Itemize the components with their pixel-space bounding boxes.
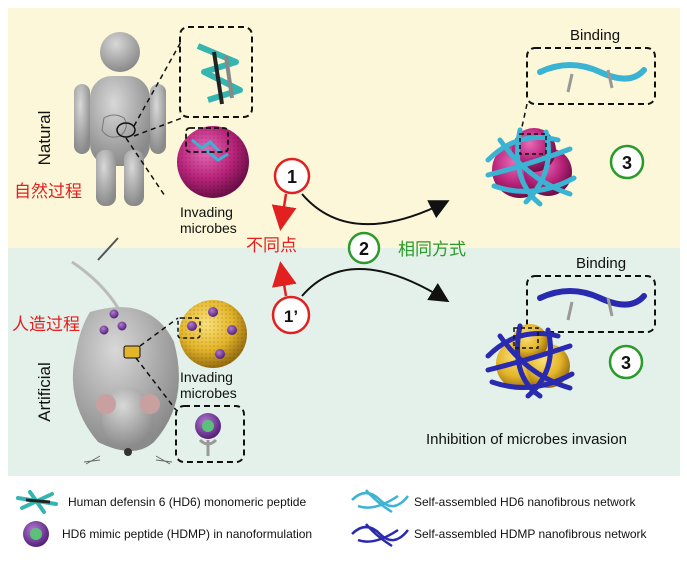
red-arrow-up: [271, 261, 297, 297]
step-3-artificial-label: 3: [621, 353, 631, 373]
hdmp-nanoparticle-box: [175, 405, 245, 463]
legend-panel: [8, 480, 680, 556]
natural-microbe-label-1: Invading: [180, 204, 233, 220]
step-3-natural-label: 3: [622, 153, 632, 173]
natural-microbe-label-2: microbes: [180, 220, 237, 236]
natural-side-label: Natural: [35, 111, 54, 166]
step-2-circle: [347, 231, 381, 265]
legend-hd6-icon: [16, 490, 58, 514]
legend-hdmp-network-icon: [351, 523, 409, 548]
different-label: 不同点: [246, 236, 297, 255]
step-1-circle: [273, 157, 311, 195]
artificial-binding-box: [526, 275, 656, 333]
step-1-label: 1: [287, 167, 297, 187]
artificial-side-label: Artificial: [35, 362, 54, 422]
natural-microbe-cluster: [485, 127, 577, 207]
artificial-process-arrow: [301, 268, 450, 303]
legend-hd6-network-label: Self-assembled HD6 nanofibrous network: [414, 495, 636, 509]
artificial-cn-label: 人造过程: [12, 315, 80, 334]
zoom-line-bottom: [125, 137, 166, 197]
legend-hd6-label: Human defensin 6 (HD6) monomeric peptide: [68, 495, 306, 509]
red-arrow-down: [271, 193, 297, 231]
legend-hdmp-icon: [23, 521, 49, 547]
hd6-binding-strand: [537, 62, 647, 82]
mouse-figure: [71, 237, 179, 465]
legend-hdmp-label: HD6 mimic peptide (HDMP) in nanoformulat…: [62, 527, 312, 541]
step-2-label: 2: [359, 239, 369, 259]
hdmp-binding-strand: [537, 288, 647, 308]
artificial-microbe-label-2: microbes: [180, 385, 237, 401]
step-3-natural-circle: [609, 144, 645, 180]
step-1-prime-label: 1’: [284, 307, 298, 326]
artificial-microbe-cluster: [485, 323, 575, 399]
natural-binding-box: [526, 47, 656, 105]
natural-binding-label: Binding: [570, 27, 620, 44]
microbe-binding-box: [185, 127, 229, 153]
artificial-microbe-label-1: Invading: [180, 369, 233, 385]
natural-cn-label: 自然过程: [14, 182, 82, 201]
outcome-label: Inhibition of microbes invasion: [426, 431, 627, 448]
legend-hdmp-network-label: Self-assembled HDMP nanofibrous network: [414, 527, 648, 541]
hd6-monomer-icon: [196, 43, 243, 105]
hdmp-nanoparticle-icon: [195, 413, 221, 456]
step-1-prime-circle: [271, 295, 311, 335]
hd6-monomer-box: [179, 26, 253, 118]
bound-hd6-strands: [191, 138, 229, 162]
same-label: 相同方式: [398, 240, 466, 259]
artificial-binding-label: Binding: [576, 255, 626, 272]
human-figure: [74, 32, 166, 206]
legend-hd6-network-icon: [351, 489, 409, 514]
step-3-artificial-circle: [608, 344, 644, 380]
natural-process-arrow: [301, 193, 450, 226]
zoom-line-top: [133, 39, 183, 127]
